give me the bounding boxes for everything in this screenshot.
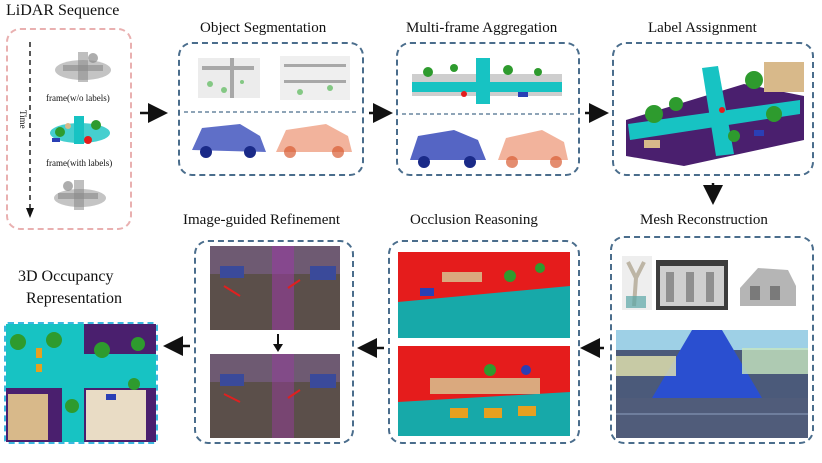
title-multi-frame-aggregation: Multi-frame Aggregation bbox=[406, 20, 558, 36]
object-segmentation-box bbox=[178, 42, 364, 176]
title-mesh-reconstruction: Mesh Reconstruction bbox=[640, 212, 768, 228]
title-occlusion-reasoning: Occlusion Reasoning bbox=[410, 212, 538, 228]
mesh-illustration bbox=[616, 256, 808, 438]
time-axis-label: Time bbox=[18, 110, 28, 129]
mesh-reconstruction-box bbox=[610, 236, 814, 444]
occlusion-illustration bbox=[398, 252, 570, 436]
occupancy-representation-box bbox=[4, 322, 158, 444]
lidar-sequence-box: frame(w/o labels) frame(with labels) Tim… bbox=[6, 28, 132, 230]
frame-without-labels-label: frame(w/o labels) bbox=[46, 93, 110, 103]
title-occupancy-line1: 3D Occupancy bbox=[18, 268, 114, 285]
title-label-assignment: Label Assignment bbox=[648, 20, 757, 36]
aggregation-illustration bbox=[402, 58, 574, 168]
multi-frame-aggregation-box bbox=[396, 42, 580, 176]
lidar-frames-illustration bbox=[26, 42, 111, 218]
label-assignment-box bbox=[612, 42, 814, 176]
title-lidar-sequence: LiDAR Sequence bbox=[6, 2, 120, 19]
segmentation-illustration bbox=[184, 56, 358, 158]
occupancy-illustration bbox=[6, 324, 156, 442]
occlusion-reasoning-box bbox=[388, 240, 580, 444]
title-occupancy-line2: Representation bbox=[26, 290, 122, 307]
label-assignment-illustration bbox=[626, 62, 804, 166]
image-guided-refinement-box bbox=[194, 240, 354, 444]
refinement-illustration bbox=[210, 246, 340, 438]
frame-with-labels-label: frame(with labels) bbox=[46, 158, 113, 168]
title-object-segmentation: Object Segmentation bbox=[200, 20, 327, 36]
title-image-guided-refinement: Image-guided Refinement bbox=[183, 212, 341, 228]
